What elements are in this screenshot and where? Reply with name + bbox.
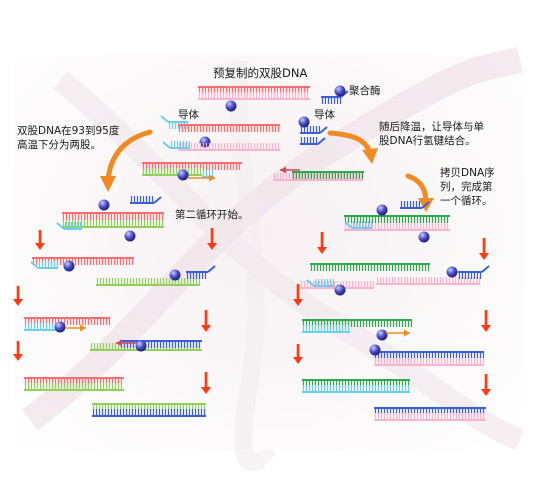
step-arrow-head bbox=[317, 247, 327, 254]
step-arrow-head bbox=[201, 387, 211, 394]
cycle2-caption: 第二循环开始。 bbox=[175, 209, 249, 221]
primer bbox=[302, 385, 410, 393]
template-strand bbox=[374, 358, 485, 366]
denature-caption-line2: 高温下分为两股。 bbox=[17, 139, 101, 151]
template-strand bbox=[344, 223, 450, 231]
new-strand bbox=[62, 220, 164, 228]
primer bbox=[202, 170, 214, 178]
template-strand bbox=[24, 317, 111, 325]
primer bbox=[300, 137, 326, 145]
primer bbox=[458, 265, 490, 279]
extension-arrow-head bbox=[404, 329, 410, 337]
new-strand bbox=[24, 383, 124, 391]
new-strand bbox=[292, 171, 364, 179]
primer bbox=[30, 261, 59, 269]
step-arrow-head bbox=[201, 325, 211, 332]
polymerase-enzyme bbox=[334, 85, 346, 97]
step-arrow-head bbox=[35, 243, 45, 250]
new-strand bbox=[310, 263, 430, 271]
extension-arrow-head bbox=[80, 324, 86, 332]
polymerase-enzyme bbox=[225, 100, 237, 112]
template-strand bbox=[178, 124, 280, 132]
helix-ribbon bbox=[53, 71, 525, 451]
process-arrow-head bbox=[100, 176, 116, 192]
new-strand bbox=[302, 379, 410, 387]
new-strand bbox=[344, 215, 450, 223]
extension-arrow-head bbox=[209, 174, 215, 182]
polymerase-enzyme bbox=[63, 260, 75, 272]
polymerase-enzyme bbox=[369, 344, 381, 356]
diagram-title: 预复制的双股DNA bbox=[213, 66, 308, 80]
new-strand bbox=[302, 319, 413, 327]
extension-arrow-head bbox=[116, 339, 122, 347]
polymerase-enzyme bbox=[446, 266, 458, 278]
primer bbox=[400, 201, 430, 209]
polymerase-enzyme bbox=[169, 269, 181, 281]
polymerase-enzyme bbox=[98, 199, 110, 211]
denature-caption-line1: 双股DNA在93到95度 bbox=[17, 125, 120, 137]
primer-label-left: 导体 bbox=[178, 109, 199, 121]
template-strand bbox=[198, 86, 310, 94]
step-arrow-head bbox=[479, 253, 489, 260]
template-strand bbox=[178, 143, 280, 151]
anneal-caption-line1: 随后降温，让导体与单 bbox=[379, 121, 484, 133]
step-arrow-head bbox=[481, 325, 491, 332]
polymerase-enzyme bbox=[376, 329, 388, 341]
polymerase-enzyme bbox=[124, 230, 136, 242]
primer bbox=[130, 196, 162, 204]
template-strand bbox=[24, 377, 124, 385]
primer-label-right: 导体 bbox=[314, 109, 335, 121]
polymerase-enzyme bbox=[177, 169, 189, 181]
template-strand bbox=[273, 173, 363, 181]
template-strand bbox=[198, 92, 310, 100]
polymerase-enzyme bbox=[376, 204, 388, 216]
polymerase-label: 聚合酶 bbox=[349, 85, 381, 97]
primer bbox=[56, 222, 82, 230]
primer bbox=[300, 126, 328, 134]
step-arrow-head bbox=[13, 354, 23, 361]
polymerase-enzyme bbox=[418, 231, 430, 243]
copy-caption-line1: 拷贝DNA序 bbox=[440, 167, 495, 179]
template-strand bbox=[374, 413, 486, 421]
primer bbox=[162, 141, 191, 149]
primer bbox=[344, 221, 373, 229]
polymerase-enzyme bbox=[199, 136, 211, 148]
new-strand bbox=[92, 403, 206, 411]
primer bbox=[186, 265, 216, 279]
step-arrow-head bbox=[481, 389, 491, 396]
primer bbox=[374, 351, 485, 359]
template-strand bbox=[62, 212, 164, 220]
template-strand bbox=[376, 277, 481, 285]
polymerase-enzyme bbox=[54, 321, 66, 333]
template-strand bbox=[32, 257, 134, 265]
primer bbox=[92, 409, 206, 417]
anneal-caption-line2: 股DNA行氢键结合。 bbox=[379, 135, 476, 147]
primer bbox=[302, 325, 350, 333]
extension-arrow-head bbox=[280, 166, 286, 174]
process-arrow bbox=[105, 129, 153, 183]
process-arrow-head bbox=[362, 148, 378, 164]
step-arrow-head bbox=[293, 357, 303, 364]
copy-caption-line2: 列，完成第 bbox=[440, 181, 493, 193]
step-arrow-head bbox=[207, 243, 217, 250]
copy-caption-line3: 一个循环。 bbox=[440, 195, 493, 207]
step-arrow-head bbox=[13, 299, 23, 306]
primer bbox=[306, 279, 335, 287]
polymerase-enzyme bbox=[135, 340, 147, 352]
polymerase-enzyme bbox=[298, 116, 310, 128]
process-arrow bbox=[405, 173, 429, 203]
primer bbox=[374, 407, 486, 415]
step-arrow-head bbox=[293, 299, 303, 306]
template-strand bbox=[142, 162, 242, 170]
new-strand bbox=[96, 278, 201, 286]
helix-ribbon bbox=[229, 59, 277, 472]
polymerase-enzyme bbox=[334, 284, 346, 296]
